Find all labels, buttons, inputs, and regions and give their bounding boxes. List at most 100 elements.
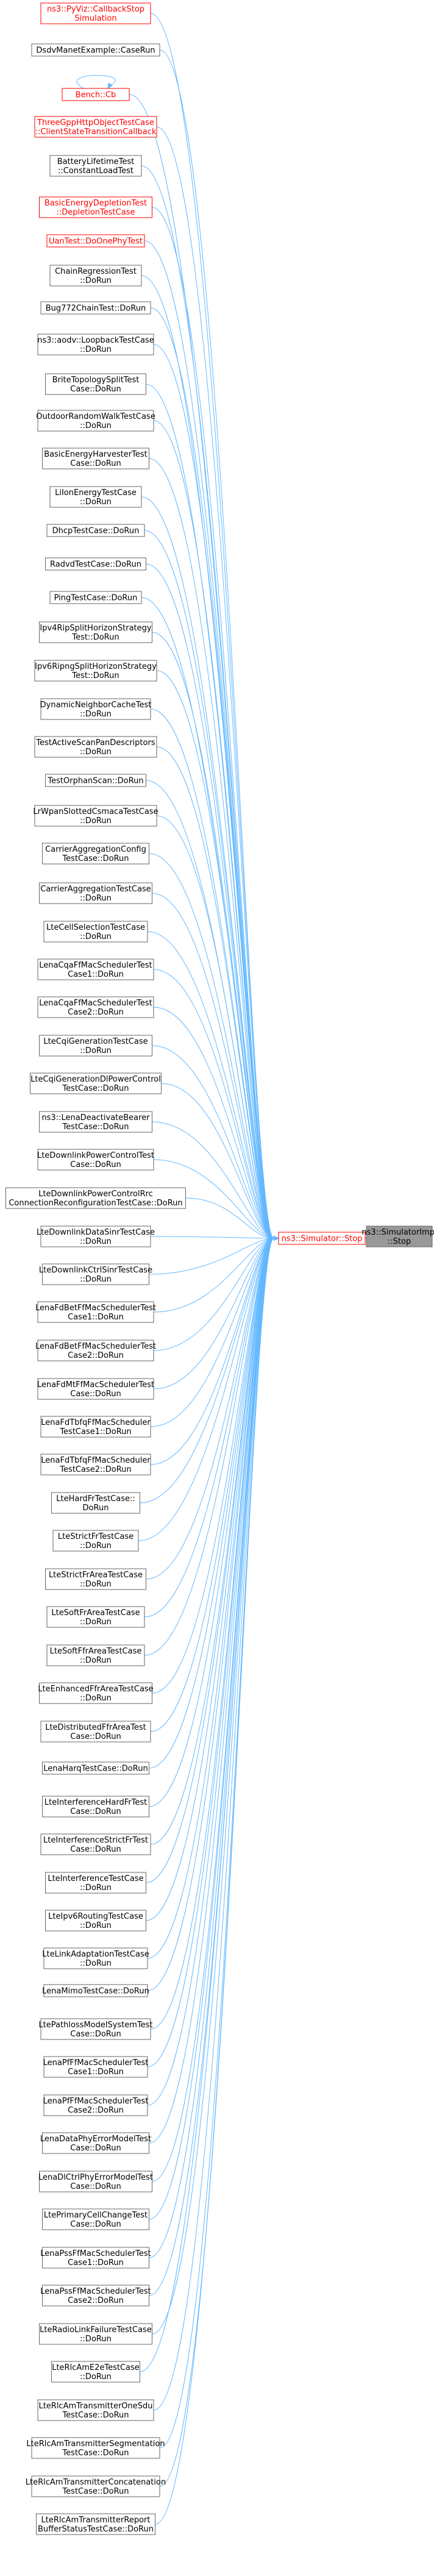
caller-node-38-box [40,1416,151,1438]
caller-node-67[interactable]: LteRlcAmTransmitterReportBufferStatusTes… [36,2513,155,2535]
caller-node-14-label-line: DhcpTestCase::DoRun [52,527,140,536]
caller-node-7[interactable]: ChainRegressionTest::DoRun [49,265,142,287]
caller-node-19-label-line: ::DoRun [80,710,112,719]
caller-node-21-label-line: TestOrphanScan::DoRun [47,777,143,786]
call-edge-40 [140,1238,274,1504]
caller-node-28[interactable]: LteCqiGenerationTestCase::DoRun [39,1035,152,1057]
caller-node-53[interactable]: LenaMimoTestCase::DoRun [42,1984,149,1997]
caller-node-13-box [49,486,142,508]
caller-node-21[interactable]: TestOrphanScan::DoRun [45,774,146,787]
caller-node-5[interactable]: BasicEnergyDepletionTest::DepletionTestC… [39,196,152,218]
caller-node-15[interactable]: RadvdTestCase::DoRun [45,557,146,571]
caller-node-45[interactable]: LteEnhancedFfrAreaTestCase::DoRun [38,1682,154,1704]
caller-node-61-box [42,2285,149,2307]
caller-node-1[interactable]: DsdvManetExample::CaseRun [31,43,160,57]
caller-node-33[interactable]: LteDownlinkDataSinrTestCase::DoRun [37,1226,155,1247]
caller-node-66[interactable]: LteRlcAmTransmitterConcatenationTestCase… [26,2475,166,2497]
caller-node-46-label-line: LteDistributedFfrAreaTest [45,1723,146,1732]
caller-node-29[interactable]: LteCqiGenerationDlPowerControlTestCase::… [30,1072,162,1094]
caller-node-16[interactable]: PingTestCase::DoRun [49,591,142,604]
caller-node-42[interactable]: LteStrictFrAreaTestCase::DoRun [45,1568,146,1590]
caller-node-25-box [43,921,148,943]
call-edge-29 [161,1083,274,1239]
caller-node-2-box [62,88,130,101]
caller-node-41[interactable]: LteStrictFrTestCase::DoRun [52,1530,139,1552]
caller-node-2[interactable]: Bench::Cb [62,88,130,101]
caller-node-1-label-line: DsdvManetExample::CaseRun [36,46,155,55]
caller-node-43[interactable]: LteSoftFrAreaTestCase::DoRun [46,1606,145,1628]
caller-node-24[interactable]: CarrierAggregationTestCase::DoRun [39,882,152,904]
call-edge-3 [156,126,274,1239]
caller-node-14[interactable]: DhcpTestCase::DoRun [46,524,145,537]
caller-node-47[interactable]: LenaHarqTestCase::DoRun [42,1761,149,1775]
caller-node-32[interactable]: LteDownlinkPowerControlRrcConnectionReco… [5,1187,186,1209]
caller-node-63[interactable]: LteRlcAmE2eTestCase::DoRun [51,2361,140,2383]
target-node-simulatorimpl-stop[interactable]: ns3::SimulatorImpl::Stop [361,1226,434,1247]
caller-node-34[interactable]: LteDownlinkCtrlSinrTestCase::DoRun [39,1263,152,1285]
caller-node-20[interactable]: TestActiveScanPanDescriptors::DoRun [34,736,157,758]
call-edge-13 [141,496,274,1239]
caller-node-62[interactable]: LteRadioLinkFailureTestCase::DoRun [39,2323,152,2345]
caller-node-9[interactable]: ns3::aodv::LoopbackTestCase::DoRun [37,334,154,355]
caller-node-51[interactable]: LteIpv6RoutingTestCase::DoRun [45,1910,146,1932]
caller-node-17-label-line: Ipv4RipSplitHorizonStrategy [40,624,151,633]
caller-node-22[interactable]: LrWpanSlottedCsmacaTestCase::DoRun [33,805,158,827]
caller-node-62-label-line: LteRadioLinkFailureTestCase [40,2325,152,2335]
caller-node-51-label-line: LteIpv6RoutingTestCase [48,1912,143,1921]
hub-node-simulator-stop[interactable]: ns3::Simulator::Stop [278,1232,366,1245]
caller-node-4[interactable]: BatteryLifetimeTest::ConstantLoadTest [49,155,142,177]
caller-node-45-label-line: LteEnhancedFfrAreaTestCase [38,1685,153,1694]
caller-node-11[interactable]: OutdoorRandomWalkTestCase::DoRun [36,410,155,432]
call-edge-45 [152,1238,274,1694]
caller-node-52[interactable]: LteLinkAdaptationTestCase::DoRun [42,1947,149,1969]
caller-node-42-label-line: ::DoRun [80,1580,112,1589]
caller-node-25[interactable]: LteCellSelectionTestCase::DoRun [43,921,148,943]
call-edge-39 [150,1238,274,1465]
caller-node-65[interactable]: LteRlcAmTransmitterSegmentationTestCase:… [26,2437,165,2459]
caller-node-6[interactable]: UanTest::DoOnePhyTest [46,234,145,248]
caller-node-13[interactable]: LiIonEnergyTestCase::DoRun [49,486,142,508]
caller-node-43-label-line: ::DoRun [80,1618,112,1627]
caller-node-50[interactable]: LteInterferenceTestCase::DoRun [45,1872,146,1894]
caller-node-19[interactable]: DynamicNeighborCacheTest::DoRun [40,698,152,720]
caller-node-47-box [42,1761,149,1775]
caller-node-44-label-line: ::DoRun [80,1656,112,1665]
caller-node-44[interactable]: LteSoftFfrAreaTestCase::DoRun [46,1644,145,1666]
target-node-simulatorimpl-stop-box [366,1226,433,1247]
self-loop-arrow [107,82,113,90]
caller-node-3[interactable]: ThreeGppHttpObjectTestCase::ClientStateT… [34,116,157,138]
caller-node-18-label-line: Ipv6RipngSplitHorizonStrategy [35,662,157,671]
caller-node-15-box [45,557,146,571]
call-edge-arrow-67 [273,1235,280,1241]
caller-node-8[interactable]: Bug772ChainTest::DoRun [40,301,151,315]
caller-node-40[interactable]: LteHardFrTestCase::DoRun [51,1492,140,1514]
caller-node-39-box [40,1454,151,1475]
